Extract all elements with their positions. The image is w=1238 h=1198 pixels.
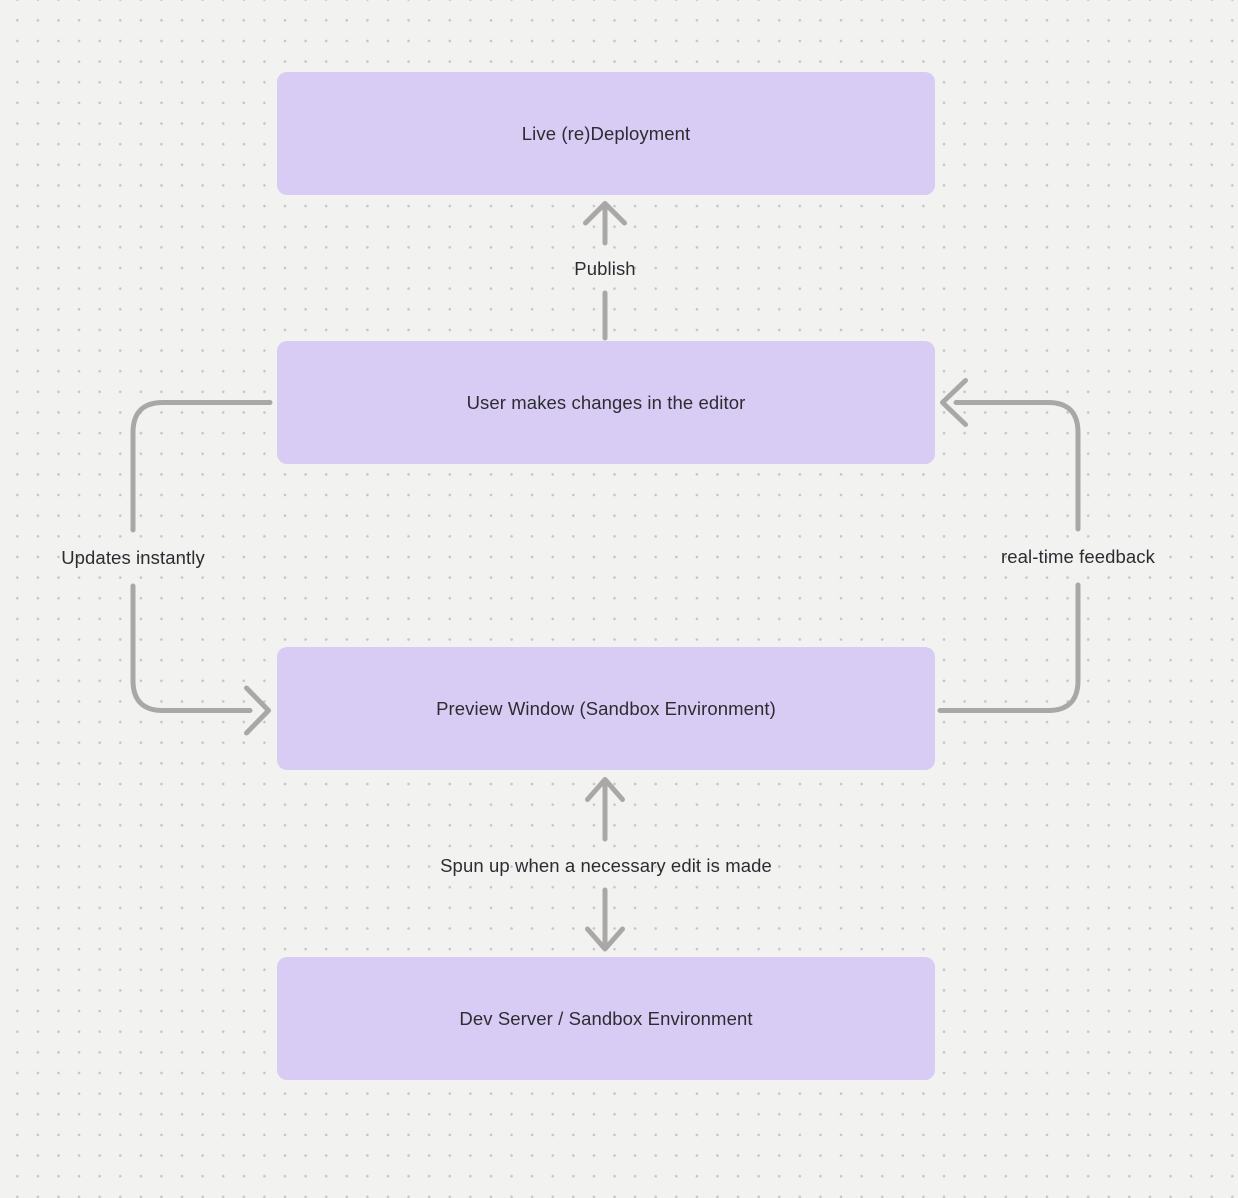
updates-arrowhead-right-icon: [244, 685, 271, 736]
feedback-arrowhead-left-icon: [940, 378, 968, 427]
feedback-segment-lower: [937, 582, 1081, 713]
updates-segment-lower: [130, 583, 253, 713]
edge-label-realtime-feedback: real-time feedback: [1001, 546, 1155, 567]
updates-segment-upper: [130, 400, 273, 533]
node-label: Live (re)Deployment: [521, 122, 691, 144]
edge-label-updates-instantly: Updates instantly: [61, 547, 205, 568]
spunup-arrowhead-down-icon: [585, 926, 625, 952]
node-dev-server: Dev Server / Sandbox Environment: [277, 957, 935, 1080]
node-label: User makes changes in the editor: [466, 391, 746, 413]
feedback-segment-upper: [953, 400, 1081, 532]
spunup-arrowhead-up-icon: [585, 777, 625, 802]
publish-arrowhead-up-icon: [583, 201, 627, 226]
edge-label-spun-up: Spun up when a necessary edit is made: [440, 855, 772, 876]
edge-label-publish: Publish: [574, 258, 636, 279]
node-user-editor: User makes changes in the editor: [277, 341, 935, 464]
node-label: Preview Window (Sandbox Environment): [436, 697, 776, 719]
node-live-redeployment: Live (re)Deployment: [277, 72, 935, 195]
node-label: Dev Server / Sandbox Environment: [459, 1007, 753, 1029]
node-preview-window: Preview Window (Sandbox Environment): [277, 647, 935, 770]
